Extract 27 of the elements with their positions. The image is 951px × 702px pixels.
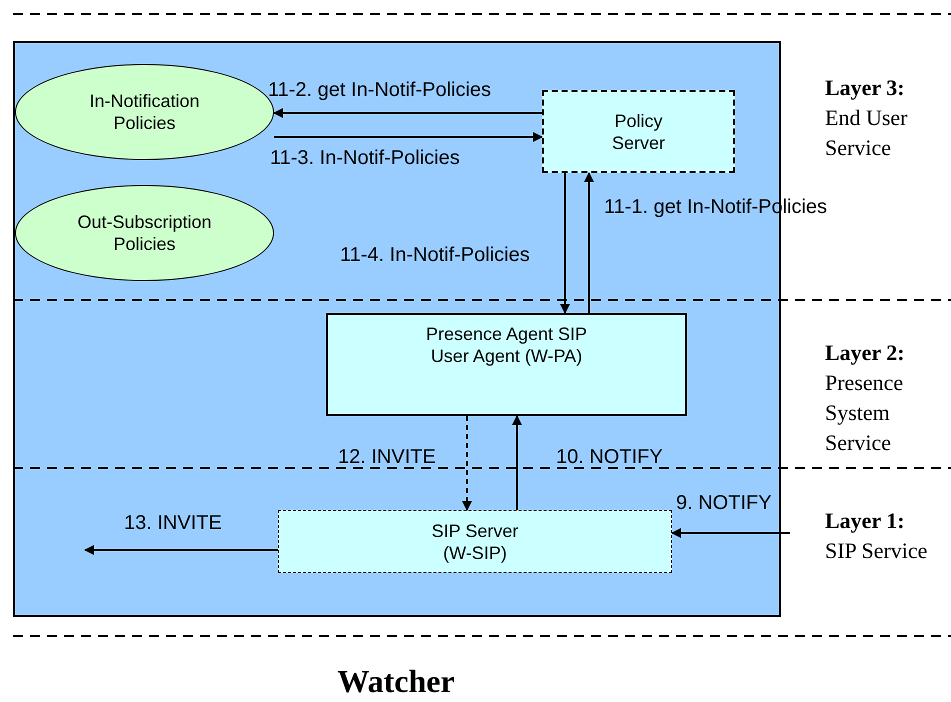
edge-label: 11-3. In-Notif-Policies bbox=[270, 146, 460, 170]
arrow bbox=[512, 415, 522, 510]
server-box bbox=[278, 510, 672, 573]
arrow bbox=[560, 173, 570, 314]
edge-label: 12. INVITE bbox=[338, 445, 436, 469]
edge-label: 10. NOTIFY bbox=[556, 445, 663, 469]
agent-box bbox=[326, 313, 687, 416]
layer-label: Layer 3: End User Service bbox=[825, 74, 908, 162]
node-label: Watcher bbox=[336, 663, 456, 700]
edge-label: 13. INVITE bbox=[124, 511, 222, 535]
edge-label: 9. NOTIFY bbox=[676, 491, 772, 515]
node-label: In-Notification Policies bbox=[88, 90, 201, 134]
server-box bbox=[542, 90, 735, 173]
node-label: Presence Agent SIP User Agent (W-PA) bbox=[424, 323, 588, 367]
arrow bbox=[462, 416, 472, 511]
arrow bbox=[584, 172, 594, 313]
arrow bbox=[84, 545, 278, 555]
node-label: SIP Server (W-SIP) bbox=[430, 520, 520, 564]
node-label: Out-Subscription Policies bbox=[76, 211, 213, 255]
node-label: Policy Server bbox=[610, 110, 666, 154]
edge-label: 11-2. get In-Notif-Policies bbox=[268, 78, 492, 102]
layer-label: Layer 1: SIP Service bbox=[825, 507, 928, 565]
layer-label: Layer 2: Presence System Service bbox=[825, 339, 906, 457]
arrow bbox=[671, 528, 790, 538]
arrow bbox=[273, 108, 542, 118]
edge-label: 11-4. In-Notif-Policies bbox=[340, 243, 530, 267]
arrow bbox=[274, 132, 543, 142]
